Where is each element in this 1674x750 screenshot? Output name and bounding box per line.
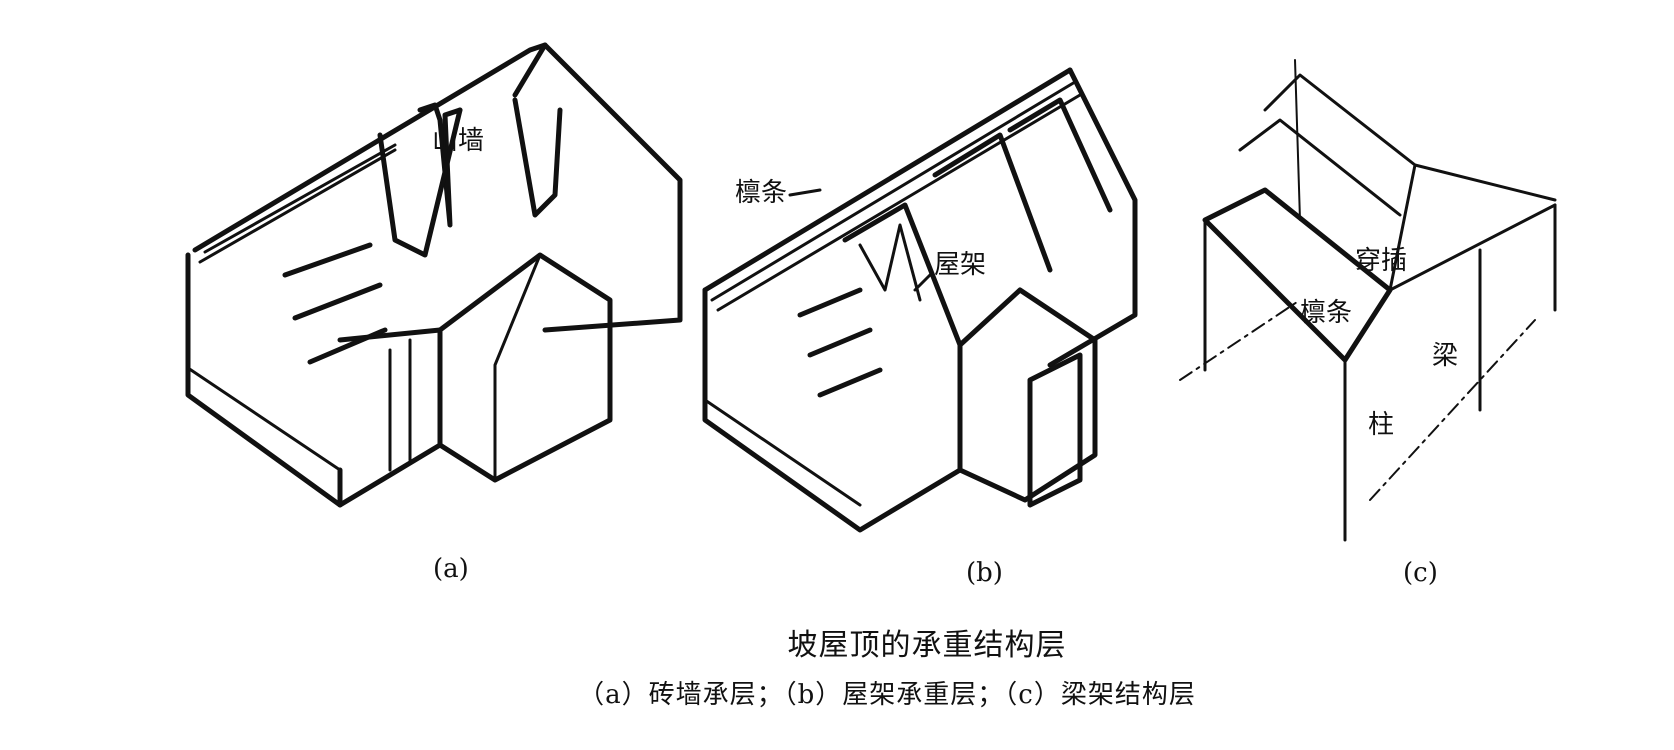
b-truss-1	[842, 202, 963, 348]
c-axis-1	[1179, 299, 1301, 381]
a-front-gable-edge	[493, 253, 542, 482]
b-purlin-2	[807, 327, 873, 358]
label-gable-wall: 山墙	[432, 126, 485, 156]
a-purlin-3	[307, 327, 388, 365]
c-top-beam	[1413, 163, 1557, 202]
a-purlin-1	[282, 242, 373, 278]
label-purlin-b: 檩条	[735, 178, 788, 208]
b-left-wall	[702, 287, 963, 533]
b-purlin-line-1	[710, 80, 1077, 302]
a-purlin-2	[292, 282, 383, 321]
c-side-beam	[1388, 203, 1557, 292]
a-purlins-left	[198, 148, 397, 264]
b-truss-2	[932, 132, 1053, 273]
b-truss-web	[858, 223, 922, 302]
b-door	[1027, 352, 1083, 508]
a-eave	[337, 327, 443, 343]
subfigure-c-label: (c)	[1403, 558, 1438, 588]
b-purlin-leader	[788, 188, 822, 197]
b-roof-edge	[702, 67, 1073, 293]
c-back-frame	[1263, 73, 1417, 292]
label-purlin-c: 檩条	[1300, 298, 1353, 328]
label-column: 柱	[1368, 410, 1395, 440]
b-plinth	[703, 398, 862, 507]
a-gable-step	[417, 102, 463, 228]
c-post	[1294, 59, 1301, 221]
figure-caption: （a）砖墙承层；（b）屋架承重层；（c）梁架结构层	[578, 680, 1196, 710]
b-front-gable	[957, 287, 1098, 503]
subfigure-a-label: (a)	[433, 554, 469, 584]
a-purlins-left-2	[203, 143, 397, 254]
a-plinth-line	[186, 366, 342, 472]
a-roof-edge	[192, 42, 548, 253]
b-purlin-3	[817, 367, 883, 398]
c-middle-frame	[1238, 118, 1402, 217]
label-roof-truss: 屋架	[934, 250, 987, 280]
b-purlin-line-2	[716, 93, 1082, 312]
subfigure-b-label: (b)	[966, 558, 1003, 588]
a-left-wall-outline	[185, 252, 443, 508]
b-truss-3	[1007, 97, 1113, 213]
label-beam: 梁	[1432, 341, 1459, 371]
a-gable-wall	[377, 107, 463, 258]
b-purlin-1	[797, 287, 863, 318]
label-through-tie: 穿插	[1355, 246, 1408, 276]
drawing-a-brick-wall	[185, 42, 683, 508]
b-truss-leader	[913, 273, 932, 292]
figure-title: 坡屋顶的承重结构层	[787, 628, 1067, 663]
drawing-b-roof-truss	[702, 67, 1138, 533]
drawing-c-beam-frame	[1179, 59, 1557, 542]
a-right-wing	[512, 42, 683, 333]
a-gable-wall-2	[512, 97, 563, 218]
c-axis-2	[1369, 319, 1536, 501]
